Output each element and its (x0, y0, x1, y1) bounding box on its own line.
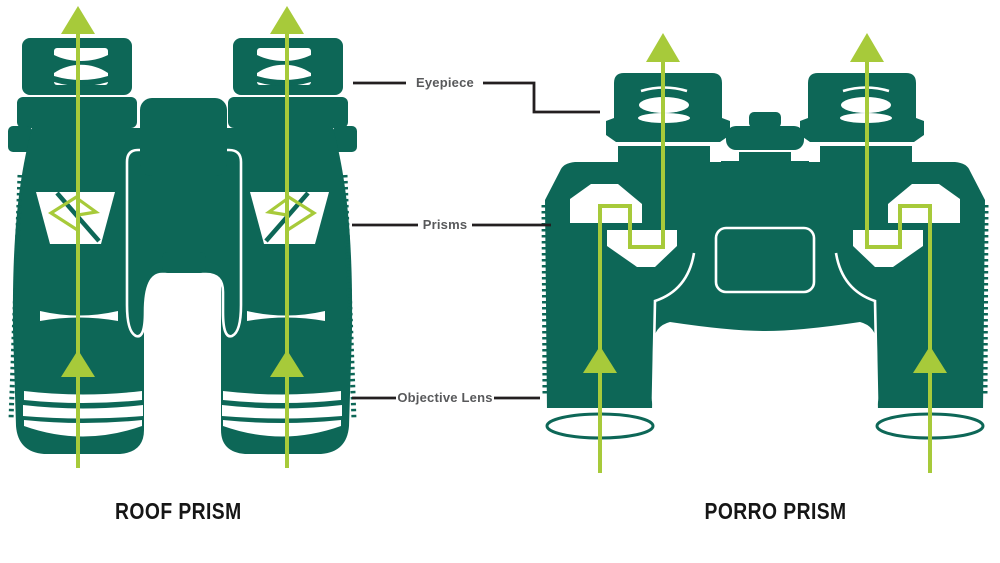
roof-prism-caption: ROOF PRISM (114, 498, 242, 524)
roof-barrel-grip-texture (8, 174, 23, 421)
porro-housing-seam (834, 252, 879, 415)
roof-eyepiece-lens-element (54, 55, 108, 73)
roof-bridge (125, 148, 243, 338)
porro-focus-mount (721, 152, 809, 188)
roof-binocular-illustration (8, 6, 357, 468)
light-path-line (598, 62, 665, 473)
roof-barrel-side-tab (8, 126, 32, 152)
light-path-arrowhead (850, 33, 884, 62)
roof-binocular-left-barrel (8, 6, 144, 468)
roof-focus-housing (140, 98, 227, 176)
roof-hinge (162, 252, 206, 273)
light-path-arrowhead (61, 6, 95, 34)
porro-center-plate (714, 226, 816, 294)
porro-eyepiece-tower (606, 73, 730, 164)
prisms-label: Prisms (422, 217, 468, 232)
roof-eyepiece-lens-window (54, 48, 108, 85)
objective-lens-label: Objective Lens (397, 390, 493, 405)
roof-prism-light-bounce (76, 195, 101, 217)
porro-upper-prism (570, 184, 642, 223)
porro-grip-texture (541, 204, 548, 396)
light-path-arrowhead (913, 346, 947, 373)
roof-objective-ring (23, 405, 143, 419)
light-path-arrowhead (61, 350, 95, 377)
porro-eyepiece-tower-right (798, 71, 926, 166)
light-path-arrowhead (583, 346, 617, 373)
roof-objective-ring (24, 391, 142, 403)
porro-grip-texture (982, 204, 989, 396)
porro-focus-wheel (726, 126, 804, 150)
porro-binocular-illustration (541, 33, 989, 473)
light-path-line (865, 62, 932, 473)
callout-connectors (352, 81, 600, 400)
roof-prism-window (36, 192, 115, 244)
eyepiece-connector-line (483, 81, 600, 114)
porro-focus-knob (749, 112, 781, 128)
roof-objective-lens (24, 420, 142, 437)
roof-prism-light-bounce (48, 194, 80, 233)
roof-eyepiece-lens-element (54, 76, 108, 86)
porro-upper-prism (888, 184, 960, 223)
light-path-arrowhead (646, 33, 680, 62)
porro-housing-seam (651, 252, 696, 415)
eyepiece-label: Eyepiece (416, 75, 474, 90)
porro-prism-caption: PORRO PRISM (704, 498, 848, 524)
